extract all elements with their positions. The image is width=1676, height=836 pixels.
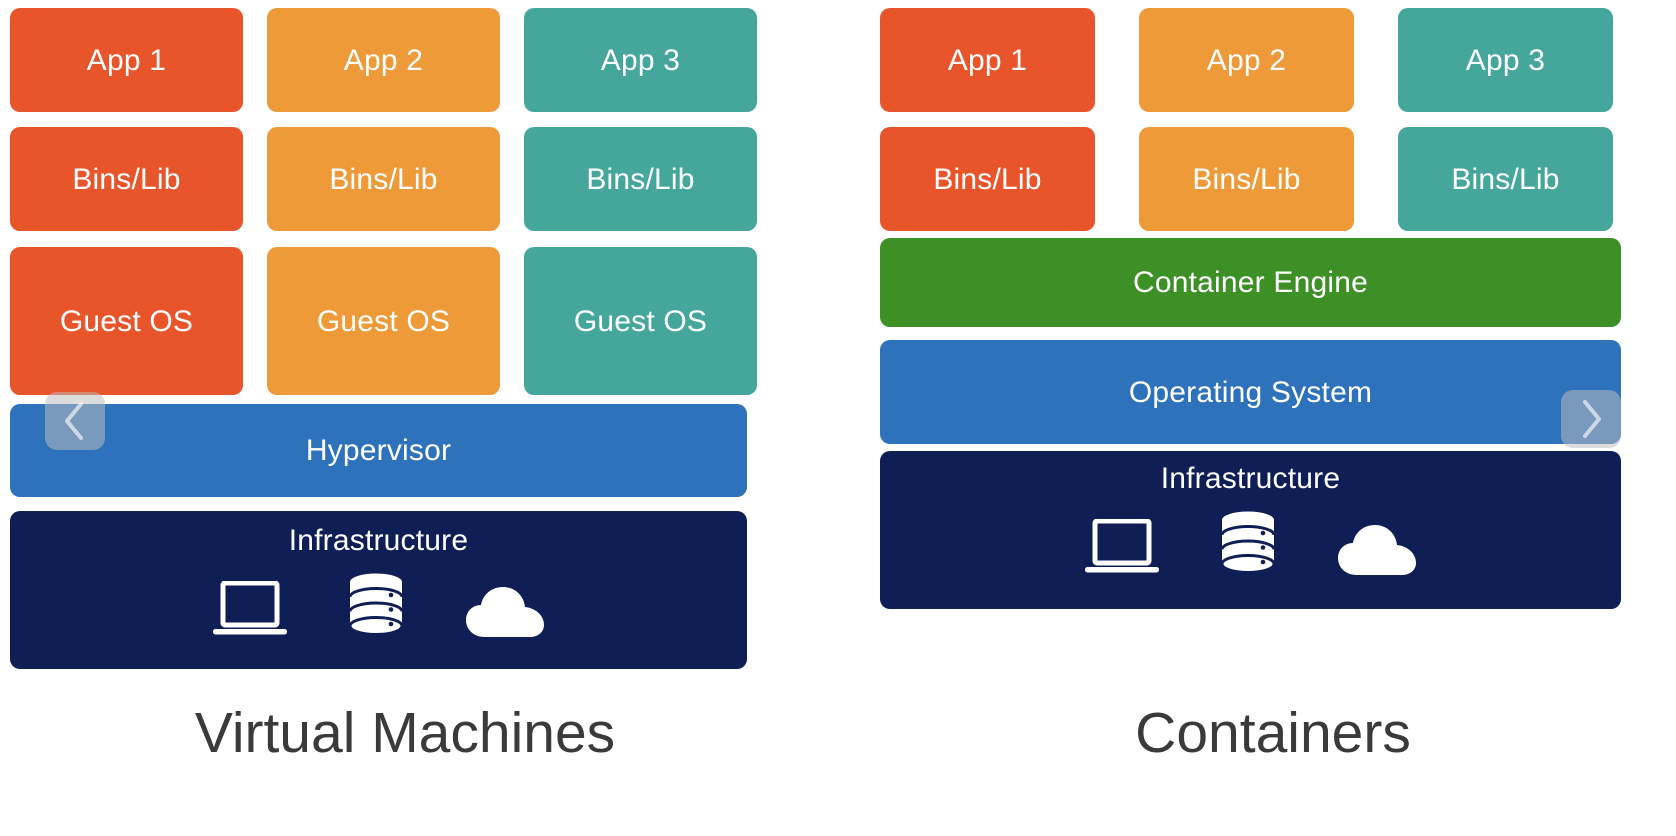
vm-binslib-2-box: Bins/Lib [267, 127, 500, 231]
vm-binslib-1-box: Bins/Lib [10, 127, 243, 231]
carousel-next-button[interactable] [1561, 390, 1621, 448]
vm-guestos-3-box: Guest OS [524, 247, 757, 395]
vm-column-1: App 1 Bins/Lib Guest OS [10, 8, 243, 395]
database-icon [1220, 511, 1275, 574]
containers-column-2: App 2 Bins/Lib [1139, 8, 1354, 231]
vm-app-1-box: App 1 [10, 8, 243, 112]
chevron-left-icon [65, 402, 83, 440]
laptop-icon [1084, 519, 1159, 573]
laptop-icon [212, 581, 287, 635]
vm-stack-columns: App 1 Bins/Lib Guest OS App 2 Bins/Lib G… [0, 8, 810, 395]
vm-infrastructure-label: Infrastructure [288, 524, 469, 557]
containers-stack-columns: App 1 Bins/Lib App 2 Bins/Lib App 3 Bins… [870, 8, 1676, 231]
containers-infrastructure-icons [1084, 511, 1417, 577]
virtual-machines-caption: Virtual Machines [194, 701, 616, 765]
containers-caption: Containers [1135, 701, 1411, 765]
container-engine-box: Container Engine [880, 238, 1621, 327]
ct-app-1-box: App 1 [880, 8, 1095, 112]
ct-binslib-3-box: Bins/Lib [1398, 127, 1613, 231]
cloud-icon [465, 587, 544, 637]
vm-infrastructure-box: Infrastructure [10, 511, 747, 669]
cloud-icon [1337, 525, 1416, 575]
ct-binslib-2-box: Bins/Lib [1139, 127, 1354, 231]
vm-binslib-3-box: Bins/Lib [524, 127, 757, 231]
vm-guestos-2-box: Guest OS [267, 247, 500, 395]
chevron-right-icon [1583, 400, 1601, 438]
containers-infrastructure-label: Infrastructure [1160, 462, 1341, 495]
ct-binslib-1-box: Bins/Lib [880, 127, 1095, 231]
containers-infrastructure-box: Infrastructure [880, 451, 1621, 609]
database-icon [348, 573, 403, 636]
containers-column-1: App 1 Bins/Lib [880, 8, 1095, 231]
ct-app-3-box: App 3 [1398, 8, 1613, 112]
ct-app-2-box: App 2 [1139, 8, 1354, 112]
vm-infrastructure-icons [212, 573, 545, 639]
vm-hypervisor-box: Hypervisor [10, 404, 747, 497]
vm-column-2: App 2 Bins/Lib Guest OS [267, 8, 500, 395]
vm-app-2-box: App 2 [267, 8, 500, 112]
carousel-prev-button[interactable] [45, 392, 105, 450]
containers-column-3: App 3 Bins/Lib [1398, 8, 1613, 231]
vm-guestos-1-box: Guest OS [10, 247, 243, 395]
vm-column-3: App 3 Bins/Lib Guest OS [524, 8, 757, 395]
operating-system-box: Operating System [880, 340, 1621, 444]
vm-app-3-box: App 3 [524, 8, 757, 112]
